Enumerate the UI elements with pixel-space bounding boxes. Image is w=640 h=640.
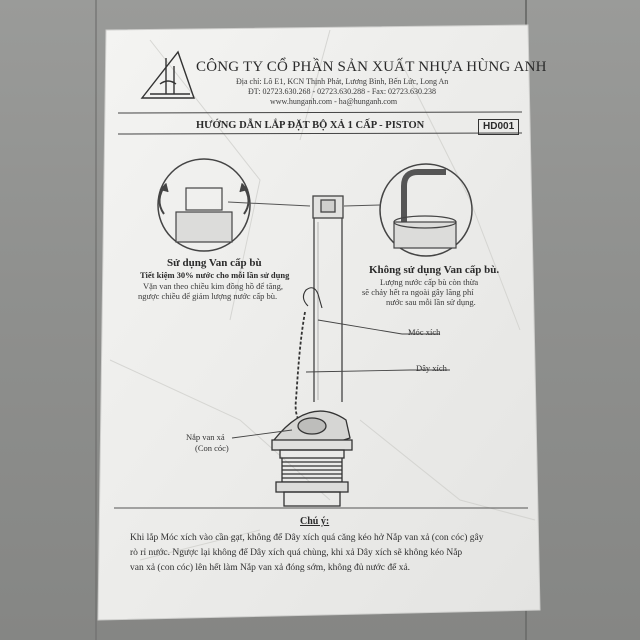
hook-label: Móc xích — [408, 327, 441, 337]
flapper-valve — [271, 410, 353, 507]
flapper-label: Nắp van xả — [186, 432, 225, 442]
flapper-sublabel: (Con cóc) — [195, 443, 229, 453]
company-phone: ĐT: 02723.630.268 - 02723.630.288 - Fax:… — [248, 87, 437, 96]
note-line: van xả (con cóc) lên hết làm Nắp van xả … — [130, 563, 411, 573]
company-name: CÔNG TY CỔ PHẦN SẢN XUẤT NHỰA HÙNG ANH — [196, 59, 547, 75]
left-detail-illustration — [157, 158, 251, 252]
left-panel-line: Tiết kiệm 30% nước cho mỗi lần sử dụng — [140, 270, 290, 280]
paper — [97, 24, 541, 621]
right-panel-heading: Không sử dụng Van cấp bù. — [369, 264, 500, 276]
left-panel-line: Vặn van theo chiều kim đồng hồ để tăng, — [143, 281, 283, 291]
company-logo — [140, 50, 195, 99]
right-panel-line: Lượng nước cấp bù còn thừa — [380, 277, 479, 287]
header-rule — [117, 132, 523, 135]
note-line: rò rỉ nước. Ngược lại không để Dây xích … — [130, 548, 463, 558]
note-heading: Chú ý: — [300, 516, 330, 527]
left-panel-heading: Sử dụng Van cấp bù — [167, 257, 262, 269]
document-title: HƯỚNG DẪN LẮP ĐẶT BỘ XẢ 1 CẤP - PISTON — [196, 120, 425, 131]
document-code: HD001 — [478, 119, 520, 135]
tile-grout-vertical — [95, 0, 97, 640]
right-panel-line: nước sau mỗi lần sử dụng. — [386, 297, 476, 307]
note-line: Khi lắp Móc xích vào cần gạt, không để D… — [130, 533, 484, 543]
chain-label: Dây xích — [416, 363, 447, 373]
right-detail-illustration — [379, 163, 473, 257]
company-address: Địa chỉ: Lô E1, KCN Thịnh Phát, Lương Bì… — [236, 77, 449, 86]
company-web: www.hunganh.com - ha@hunganh.com — [270, 97, 398, 106]
right-panel-line: sẽ chảy hết ra ngoài gây lãng phí — [362, 287, 474, 297]
header-rule — [117, 111, 523, 114]
left-panel-line: ngược chiều để giảm lượng nước cấp bù. — [138, 291, 278, 301]
